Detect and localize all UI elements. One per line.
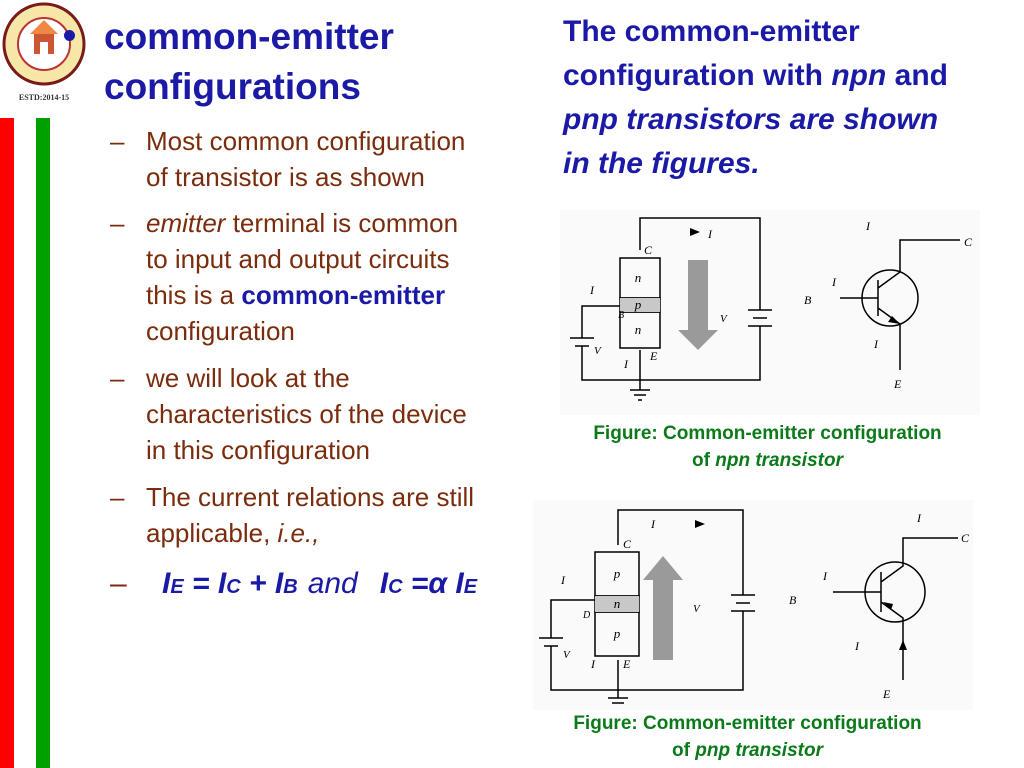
svg-text:p: p <box>613 566 621 581</box>
bullet-2-line-4: configuration <box>146 316 295 346</box>
pnp-figure-caption: Figure: Common-emitter configuration of … <box>573 713 922 761</box>
svg-text:E: E <box>893 377 902 391</box>
svg-text:I: I <box>589 283 595 297</box>
bullet-1-line-2: of transistor is as shown <box>146 162 425 192</box>
common-emitter-emphasis: common-emitter <box>241 280 446 310</box>
bullet-dash: – <box>110 482 125 512</box>
svg-text:p: p <box>613 626 621 641</box>
pnp-circuit-figure: C p n p I I D E I V V B I C I I E <box>533 500 973 710</box>
institution-logo: ESTD:2014-15 <box>2 2 86 102</box>
bullet-dash: – <box>110 208 125 238</box>
svg-text:V: V <box>720 313 728 325</box>
svg-text:I: I <box>916 511 922 525</box>
bullet-2-line-1: emitter terminal is common <box>146 208 459 238</box>
svg-text:I: I <box>822 569 828 583</box>
svg-text:I: I <box>873 337 879 351</box>
bullet-3-line-2: characteristics of the device <box>146 399 467 429</box>
svg-text:V: V <box>693 603 701 615</box>
red-side-bar <box>0 118 14 768</box>
svg-text:n: n <box>635 270 642 285</box>
bullet-2-line-3: this is a common-emitter <box>146 280 446 310</box>
svg-text:I: I <box>854 639 860 653</box>
title-bullet-dot <box>64 30 75 41</box>
formula-dash: – <box>110 567 127 600</box>
npn-circuit-figure: C n p n I I B E I V V B I C I I E <box>560 210 980 415</box>
svg-text:E: E <box>649 349 658 363</box>
svg-text:I: I <box>623 357 629 371</box>
svg-text:C: C <box>961 531 970 545</box>
svg-text:B: B <box>789 593 797 607</box>
svg-text:I: I <box>831 275 837 289</box>
bullet-2-line-2: to input and output circuits <box>146 244 450 274</box>
slide-title: common-emitter configurations <box>104 12 394 112</box>
title-line-1: common-emitter <box>104 16 394 57</box>
svg-text:C: C <box>964 235 973 249</box>
logo-estd: ESTD:2014-15 <box>19 93 69 102</box>
svg-text:I: I <box>560 573 566 587</box>
svg-text:B: B <box>618 310 624 321</box>
figures-intro-text: The common-emitter configuration with np… <box>563 15 948 180</box>
green-side-bar <box>36 118 50 768</box>
svg-text:n: n <box>635 322 642 337</box>
npn-figure-caption: Figure: Common-emitter configuration of … <box>593 423 942 471</box>
title-line-2: configurations <box>104 66 361 107</box>
bullet-1-line-1: Most common configuration <box>146 126 466 156</box>
svg-text:I: I <box>865 219 871 233</box>
formula-and: and <box>307 567 358 600</box>
svg-text:I: I <box>590 657 596 671</box>
svg-text:D: D <box>582 610 591 621</box>
svg-text:V: V <box>594 345 602 357</box>
svg-text:B: B <box>804 293 812 307</box>
bullet-dash: – <box>110 126 125 156</box>
bullet-3-line-3: in this configuration <box>146 435 371 465</box>
svg-text:E: E <box>882 687 891 701</box>
svg-text:n: n <box>614 596 621 611</box>
bullet-dash: – <box>110 363 125 393</box>
emitter-emphasis: emitter <box>146 208 226 238</box>
bullet-4-line-2: applicable, i.e., <box>146 518 320 548</box>
bullet-3-line-1: we will look at the <box>146 363 350 393</box>
bullet-4-line-1: The current relations are still <box>146 482 475 512</box>
svg-text:I: I <box>707 227 713 241</box>
svg-text:E: E <box>622 657 631 671</box>
svg-text:V: V <box>563 649 571 661</box>
svg-text:I: I <box>650 517 656 531</box>
svg-text:C: C <box>644 243 653 257</box>
svg-text:p: p <box>634 297 642 312</box>
svg-text:C: C <box>623 537 632 551</box>
